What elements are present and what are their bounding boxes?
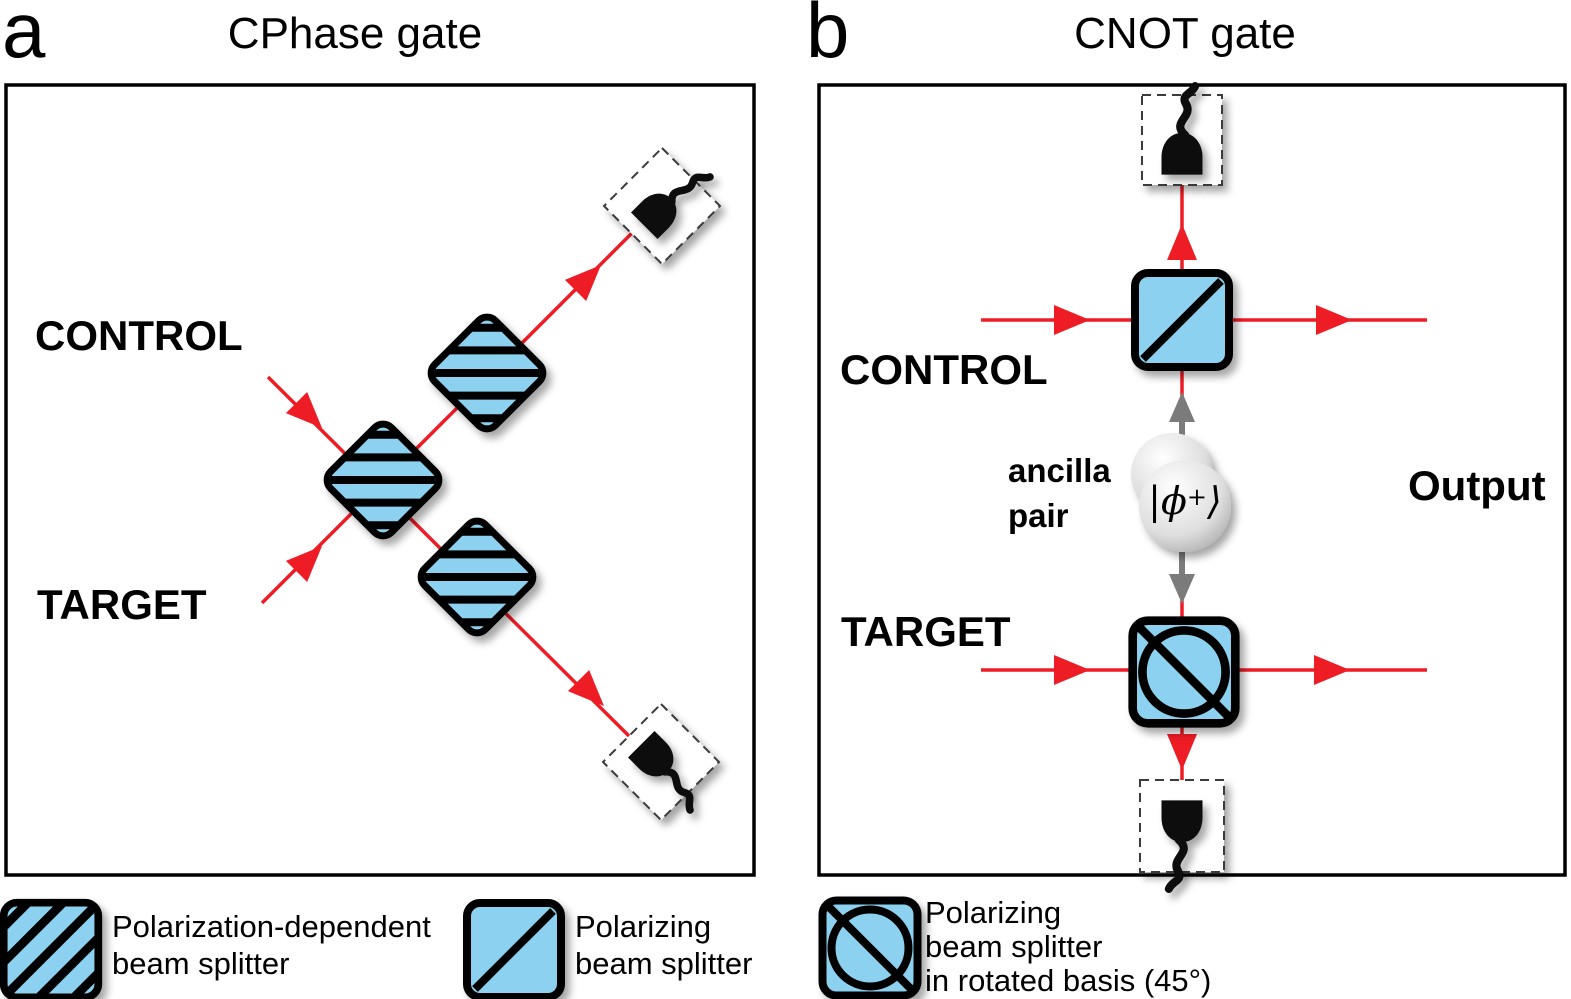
legend-item-polarizing: Polarizing beam splitter <box>575 908 752 982</box>
ancilla-label-line1: ancilla <box>1008 452 1111 489</box>
ancilla-sphere <box>1131 433 1231 552</box>
legend-1-line-2: beam splitter <box>112 946 290 981</box>
panel-a-box <box>4 83 756 877</box>
control-label-a: CONTROL <box>35 312 243 359</box>
legend-1-line-1: Polarization-dependent <box>112 909 431 944</box>
legend-3-line-1: Polarizing <box>925 895 1062 930</box>
legend-item-polarization-dependent: Polarization-dependent beam splitter <box>112 908 431 982</box>
legend-3-line-3: in rotated basis (45°) <box>925 963 1212 998</box>
ancilla-pair-label: ancilla pair <box>1008 448 1111 538</box>
panel-b-title: CNOT gate <box>1074 9 1296 58</box>
panel-a-title: CPhase gate <box>227 9 483 58</box>
legend-item-polarizing-rotated: Polarizing beam splitter in rotated basi… <box>925 896 1211 998</box>
target-label-a: TARGET <box>37 581 207 628</box>
legend-3-line-2: beam splitter <box>925 929 1103 964</box>
target-beam-a <box>260 230 635 605</box>
ket-superscript: + <box>1186 483 1207 511</box>
control-label-b: CONTROL <box>840 346 1048 393</box>
control-polarizing-beam-splitter <box>1135 273 1229 367</box>
target-label-b: TARGET <box>841 608 1011 655</box>
legend-icon-polarizing <box>467 903 561 997</box>
legend-icon-polarizing-rotated <box>823 901 918 996</box>
ancilla-ket-label: |ϕ+⟩ <box>1135 482 1235 520</box>
ancilla-label-line2: pair <box>1008 497 1069 534</box>
legend-2-line-1: Polarizing <box>575 909 712 944</box>
ket-open: | <box>1148 479 1161 523</box>
target-rotated-basis-beam-splitter <box>1133 621 1236 724</box>
panel-a-letter: a <box>2 0 46 74</box>
output-label: Output <box>1408 462 1546 509</box>
panel-b-letter: b <box>806 0 850 74</box>
legend-2-line-2: beam splitter <box>575 946 753 981</box>
ket-close: ⟩ <box>1207 479 1222 523</box>
ket-phi: ϕ <box>1160 479 1187 523</box>
